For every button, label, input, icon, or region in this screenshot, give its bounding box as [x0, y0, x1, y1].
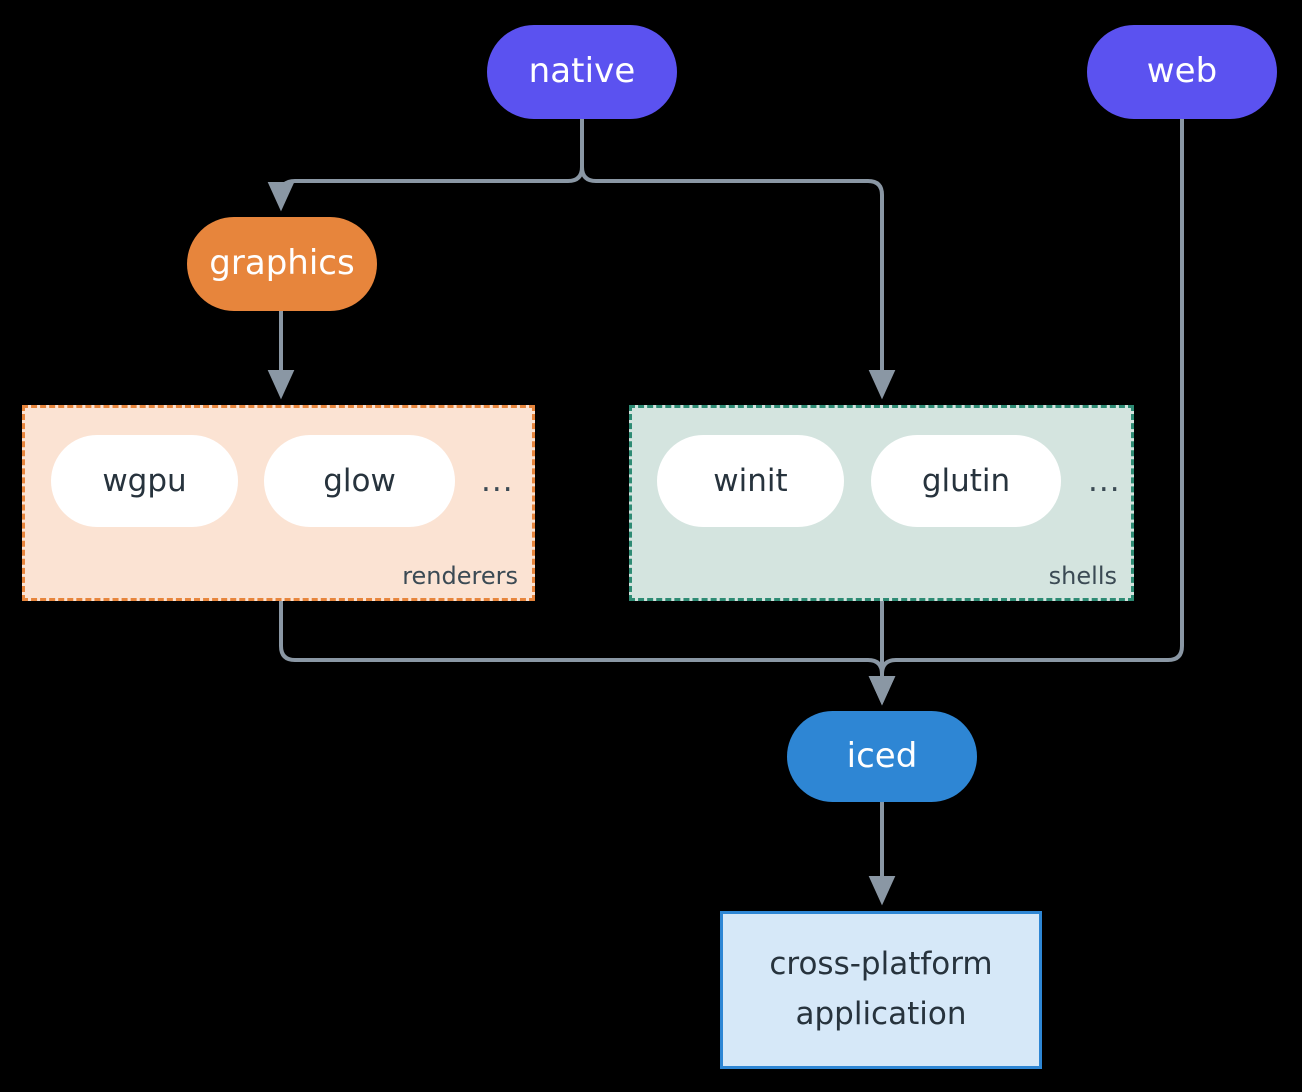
node-glutin-label: glutin [921, 463, 1011, 499]
node-iced[interactable]: iced [787, 711, 977, 802]
node-glow[interactable]: glow [264, 435, 455, 527]
node-graphics[interactable]: graphics [187, 217, 377, 311]
group-renderers-label: renderers [402, 562, 518, 590]
node-iced-label: iced [846, 735, 918, 776]
node-native[interactable]: native [487, 25, 677, 119]
node-wgpu-label: wgpu [102, 463, 187, 499]
node-application[interactable]: cross-platform application [720, 911, 1042, 1069]
node-glow-label: glow [323, 463, 396, 499]
node-application-label-line1: cross-platform [769, 946, 993, 983]
renderers-overflow-ellipsis: ... [481, 463, 514, 499]
shells-overflow-ellipsis: ... [1088, 463, 1121, 499]
node-wgpu[interactable]: wgpu [51, 435, 238, 527]
edge-native-to-shells [580, 117, 896, 400]
node-graphics-label: graphics [209, 243, 355, 284]
group-shells-label: shells [1048, 562, 1117, 590]
node-glutin[interactable]: glutin [871, 435, 1061, 527]
edge-native-to-graphics [267, 117, 584, 212]
node-winit-label: winit [713, 463, 788, 499]
node-native-label: native [528, 51, 636, 92]
node-winit[interactable]: winit [657, 435, 844, 527]
node-web[interactable]: web [1087, 25, 1277, 119]
node-application-label-line2: application [795, 996, 967, 1032]
node-web-label: web [1146, 51, 1218, 92]
edge-renderers-to-iced [279, 599, 896, 706]
